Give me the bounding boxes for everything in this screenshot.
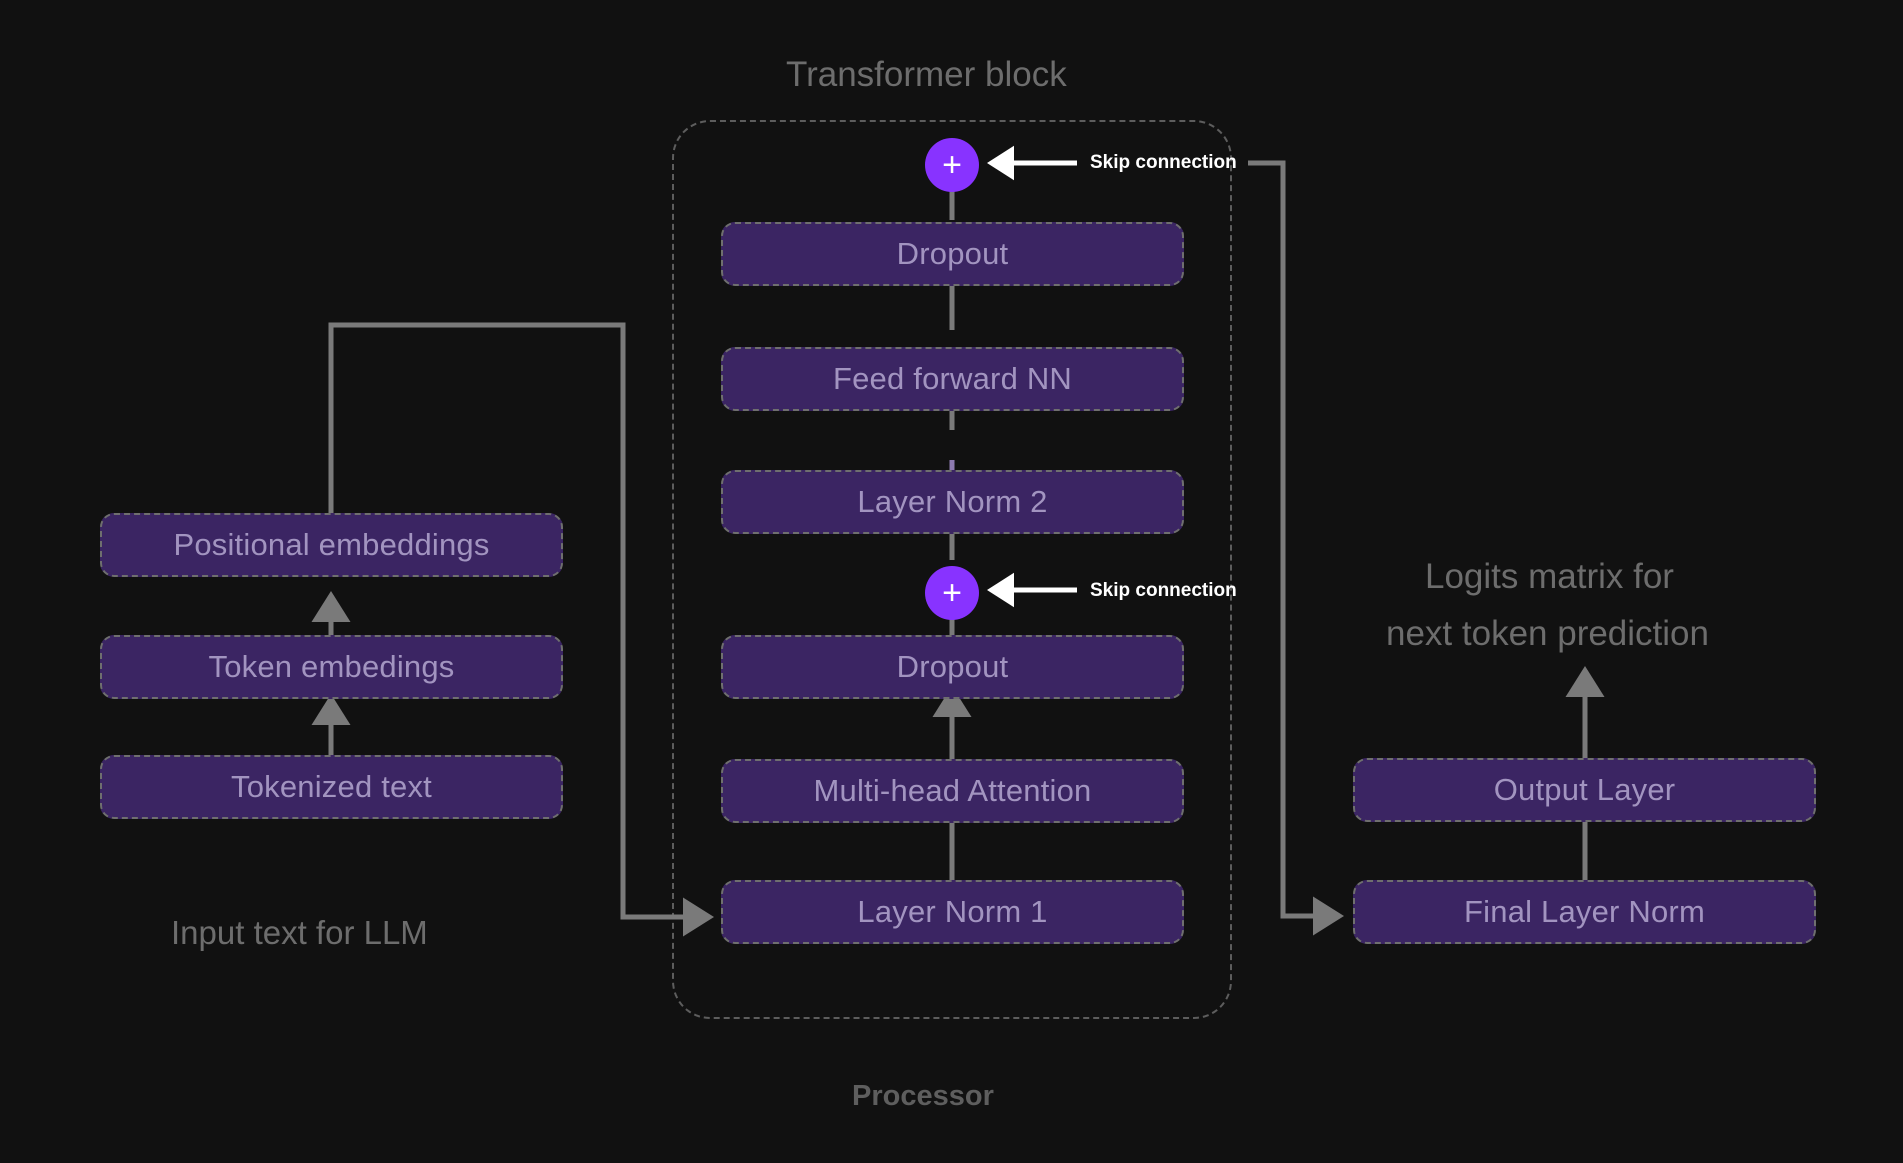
skip-connection-label-bottom: Skip connection: [1090, 580, 1237, 601]
node-dropout-top[interactable]: Dropout: [721, 222, 1184, 286]
node-token-embeddings[interactable]: Token embedings: [100, 635, 563, 699]
transformer-block-title: Transformer block: [786, 55, 1067, 94]
node-final-layer-norm[interactable]: Final Layer Norm: [1353, 880, 1816, 944]
input-text-label: Input text for LLM: [171, 914, 428, 951]
residual-add-icon-bottom: +: [925, 566, 979, 620]
skip-connection-label-top: Skip connection: [1090, 152, 1237, 173]
node-dropout-bottom[interactable]: Dropout: [721, 635, 1184, 699]
logits-caption-line2: next token prediction: [1386, 614, 1709, 653]
node-layer-norm-1[interactable]: Layer Norm 1: [721, 880, 1184, 944]
node-output-layer[interactable]: Output Layer: [1353, 758, 1816, 822]
node-positional-embeddings[interactable]: Positional embeddings: [100, 513, 563, 577]
processor-label: Processor: [852, 1080, 994, 1112]
residual-add-icon-top: +: [925, 138, 979, 192]
node-feed-forward-nn[interactable]: Feed forward NN: [721, 347, 1184, 411]
node-tokenized-text[interactable]: Tokenized text: [100, 755, 563, 819]
logits-caption-line1: Logits matrix for: [1425, 557, 1674, 596]
node-layer-norm-2[interactable]: Layer Norm 2: [721, 470, 1184, 534]
node-multi-head-attention[interactable]: Multi-head Attention: [721, 759, 1184, 823]
